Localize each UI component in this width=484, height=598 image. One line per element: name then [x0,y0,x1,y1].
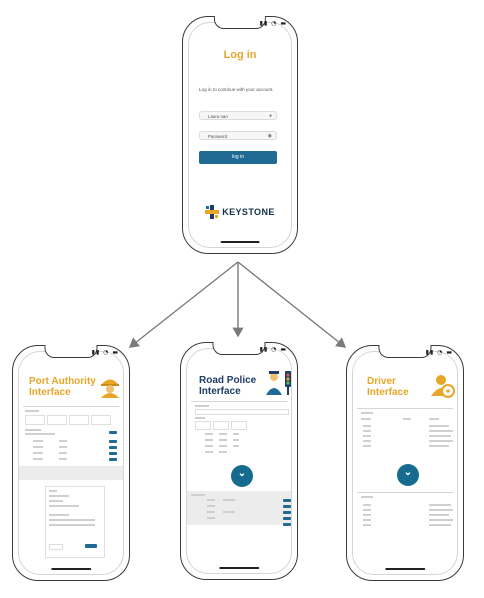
stat-card [25,415,45,425]
submit-button[interactable] [85,544,97,548]
driver-title-line1: Driver [367,376,396,387]
chevron-down-icon: ⌄ [403,467,413,478]
row-action-button[interactable] [109,446,117,449]
arrow-to-driver [237,261,347,348]
password-field[interactable]: Password ◉ [199,131,277,140]
stat-card [47,415,67,425]
port-title: Port Authority Interface [29,376,96,398]
driver-screen: Driver Interface ⌄ [352,351,458,575]
home-indicator [385,567,425,570]
login-screen: Log in Log in to continue with your acco… [188,22,292,248]
row-action-button[interactable] [283,517,291,520]
divider [357,408,453,409]
stat-card [213,421,229,430]
driver-title-line2: Interface [367,387,409,398]
police-title-line2: Interface [199,386,241,397]
login-button[interactable]: log in [199,151,277,164]
status-icons: ▮▮ ◔ ▬ [259,346,287,353]
worker-hardhat-icon [101,379,119,398]
user-icon: ● [268,113,272,119]
search-input[interactable] [195,409,289,415]
cancel-button[interactable] [49,544,63,550]
login-title: Log in [223,49,257,61]
notch [212,342,266,355]
road-police-screen: Road Police Interface ⌄ [186,348,292,574]
keystone-logo-icon [205,205,220,219]
stat-card [91,415,111,425]
row-action-button[interactable] [283,523,291,526]
notch [213,16,267,29]
driver-title: Driver Interface [367,376,409,398]
police-title: Road Police Interface [199,375,256,397]
scroll-down-button[interactable]: ⌄ [397,464,419,486]
status-icons: ▮▮ ◔ ▬ [259,20,287,27]
arrow-to-port [128,261,239,348]
police-officer-traffic-light-icon [266,371,291,395]
row-action-button[interactable] [109,458,117,461]
eye-icon[interactable]: ◉ [267,133,272,139]
port-title-line2: Interface [29,387,71,398]
road-police-phone: Road Police Interface ⌄ [180,342,298,580]
divider [357,492,453,493]
login-phone: Log in Log in to continue with your acco… [182,16,298,254]
filter-button[interactable] [109,431,117,434]
row-action-button[interactable] [283,505,291,508]
results-panel [187,491,291,525]
driver-phone: Driver Interface ⌄ [346,345,464,581]
status-icons: ▮▮ ◔ ▬ [91,349,119,356]
scroll-down-button[interactable]: ⌄ [231,465,253,487]
stat-card [231,421,247,430]
notch [44,345,98,358]
port-authority-phone: Port Authority Interface [12,345,130,581]
notch [378,345,432,358]
username-field[interactable]: Laura nan ● [199,111,277,120]
login-subtitle: Log in to continue with your account. [199,87,274,92]
row-action-button[interactable] [283,511,291,514]
home-indicator [220,240,260,243]
password-placeholder: Password [208,134,228,139]
port-authority-screen: Port Authority Interface [18,351,124,575]
stat-card [195,421,211,430]
driver-wheel-icon [431,375,455,398]
row-action-button[interactable] [109,452,117,455]
row-action-button[interactable] [283,499,291,502]
home-indicator [51,567,91,570]
row-action-button[interactable] [109,440,117,443]
home-indicator [219,566,259,569]
status-icons: ▮▮ ◔ ▬ [425,349,453,356]
brand-logo: KEYSTONE [189,205,291,219]
divider [191,401,287,402]
police-title-line1: Road Police [199,375,257,386]
stat-card [69,415,89,425]
brand-name: KEYSTONE [222,207,275,217]
username-value: Laura nan [208,114,228,119]
chevron-down-icon: ⌄ [237,468,247,479]
port-title-line1: Port Authority [29,376,96,387]
divider [23,406,119,407]
modal-backdrop [19,466,123,480]
